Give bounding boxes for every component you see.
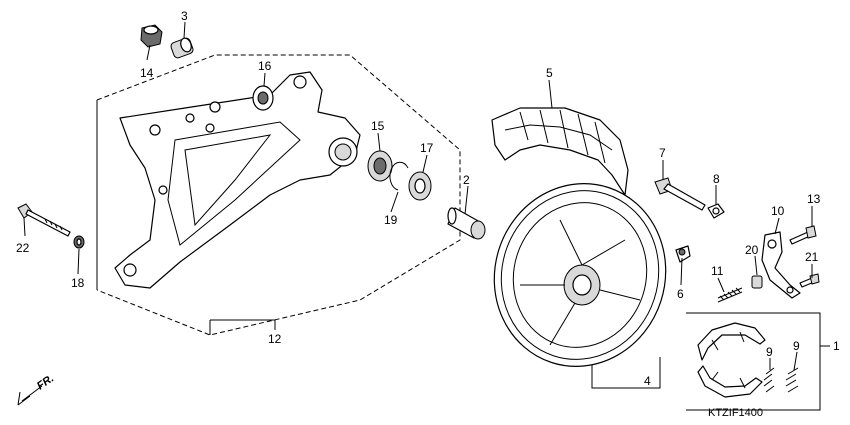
callout-21: 21 [805, 250, 819, 264]
brake-shoes [697, 322, 766, 398]
swingarm-group-outline [96, 54, 461, 336]
callout-9-left: 9 [766, 345, 773, 359]
callout-10: 10 [771, 204, 785, 218]
bolt-21 [799, 273, 820, 288]
callout-3: 3 [181, 9, 188, 23]
tire-5 [491, 107, 629, 196]
callout-5: 5 [546, 66, 553, 80]
callout-4: 4 [644, 374, 651, 388]
callout-14: 14 [140, 66, 154, 80]
oil-seal-17 [408, 171, 432, 201]
callout-16: 16 [258, 59, 272, 73]
valve-6 [675, 245, 691, 263]
leader-lines [23, 21, 813, 371]
callout-22: 22 [16, 241, 30, 255]
indicator-plate-20 [751, 275, 763, 289]
collar-2 [447, 207, 486, 240]
swingarm-bracket-lines [96, 100, 276, 335]
swingarm [114, 71, 361, 289]
nut-8 [707, 203, 725, 219]
callout-13: 13 [807, 192, 821, 206]
bolt-22 [17, 203, 71, 237]
spring-9-right [785, 367, 799, 393]
bolt-13 [789, 225, 817, 245]
callout-9-right: 9 [793, 339, 800, 353]
nut-14 [140, 24, 163, 48]
callout-15: 15 [371, 119, 385, 133]
callout-8: 8 [713, 172, 720, 186]
rear-wheel-4 [493, 183, 667, 367]
axle-bolt-7 [654, 177, 706, 211]
washer-18 [73, 235, 85, 249]
callout-18: 18 [71, 276, 85, 290]
callout-labels: 1 2 3 4 5 6 7 8 9 9 10 11 12 13 14 15 16… [16, 9, 840, 419]
front-direction-arrow [17, 385, 43, 406]
callout-1: 1 [833, 339, 840, 353]
callout-11: 11 [711, 264, 724, 278]
callout-7: 7 [659, 146, 666, 160]
collar-3 [170, 37, 194, 59]
wheel-group-bracket [591, 357, 661, 389]
callout-19: 19 [384, 213, 398, 227]
brake-shoe-group-box [686, 312, 830, 411]
callout-2: 2 [463, 173, 470, 187]
spring-9-left [763, 367, 775, 393]
spring-11 [717, 287, 743, 303]
callout-20: 20 [745, 243, 759, 257]
circlip-19 [389, 161, 409, 191]
callout-12: 12 [268, 332, 282, 346]
bearing-16 [252, 85, 274, 111]
callout-17: 17 [420, 141, 434, 155]
callout-6: 6 [677, 287, 684, 301]
brake-arm-10 [761, 231, 801, 299]
bearing-15 [367, 150, 393, 182]
diagram-code: KTZIF1400 [708, 407, 763, 419]
